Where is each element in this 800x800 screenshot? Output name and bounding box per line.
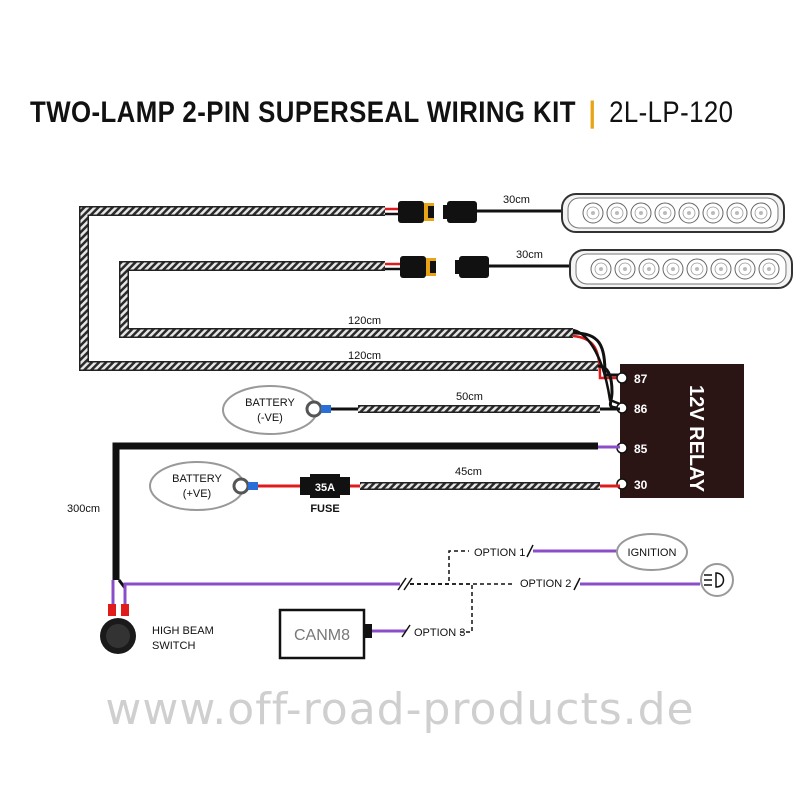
outer-loop-length: 120cm [348, 350, 381, 362]
battery-neg-cable-length: 50cm [456, 391, 483, 403]
relay-12v: 12V RELAY [620, 364, 744, 498]
switch-label-1: HIGH BEAM [152, 625, 214, 637]
relay-pin-30: 30 [634, 478, 648, 492]
option2-wire [573, 577, 700, 591]
relay-pin-87: 87 [634, 372, 648, 386]
lamp2-lead [385, 262, 400, 271]
page-title: TWO-LAMP 2-PIN SUPERSEAL WIRING KIT | 2L… [30, 96, 733, 130]
battery-negative-terminal: BATTERY (-VE) [222, 385, 358, 435]
switch-cable [112, 442, 620, 580]
inner-loop-cable [119, 261, 573, 338]
title-product-code: 2L-LP-120 [609, 96, 734, 129]
option1-wire [526, 544, 618, 558]
option-dashed-routes [410, 550, 515, 633]
lamp2-cable-length: 30cm [516, 249, 543, 261]
trigger-wire [123, 577, 413, 596]
watermark: www.off-road-products.de [105, 684, 695, 735]
fuse-value: 35A [315, 482, 335, 494]
battery-pos-cable-length: 45cm [455, 466, 482, 478]
superseal-connector-2-male [455, 256, 489, 278]
led-light-bar-1 [561, 193, 785, 233]
ignition-label: IGNITION [628, 547, 677, 559]
battery-neg-label-1: BATTERY [245, 397, 295, 409]
battery-positive-terminal: BATTERY (+VE) [149, 461, 306, 511]
option3-label: OPTION 3 [414, 627, 465, 639]
fuse-holder: 35A FUSE [300, 474, 350, 515]
lamp1-lead [385, 207, 398, 216]
switch-label-2: SWITCH [152, 640, 195, 652]
battery-pos-label-2: (+VE) [183, 488, 211, 500]
led-light-bar-2 [569, 249, 793, 289]
lamp1-cable-length: 30cm [503, 194, 530, 206]
superseal-connector-1-male [443, 201, 477, 223]
battery-pos-label-1: BATTERY [172, 473, 222, 485]
option3-wire [366, 624, 411, 638]
title-main: TWO-LAMP 2-PIN SUPERSEAL WIRING KIT [30, 96, 576, 129]
relay-pin-85: 85 [634, 442, 648, 456]
high-beam-icon [700, 563, 734, 597]
switch-cable-length: 300cm [67, 503, 100, 515]
option2-label: OPTION 2 [520, 578, 571, 590]
relay-label: 12V RELAY [685, 385, 707, 493]
loop-to-relay-wires [572, 328, 621, 410]
title-separator: | [588, 96, 597, 129]
superseal-connector-1-female [398, 201, 434, 223]
relay-pin-86: 86 [634, 402, 648, 416]
canm8-label: CANM8 [294, 627, 350, 644]
battery-neg-label-2: (-VE) [257, 412, 283, 424]
outer-loop-cable [79, 206, 598, 371]
option1-label: OPTION 1 [474, 547, 525, 559]
relay-pins: 87 86 85 30 [616, 372, 648, 492]
canm8-module: CANM8 [278, 608, 372, 660]
inner-loop-length: 120cm [348, 315, 381, 327]
superseal-connector-2-female [400, 256, 436, 278]
fuse-label: FUSE [310, 503, 339, 515]
rocker-switch-icon [100, 618, 136, 654]
ignition-terminal: IGNITION [616, 533, 688, 571]
